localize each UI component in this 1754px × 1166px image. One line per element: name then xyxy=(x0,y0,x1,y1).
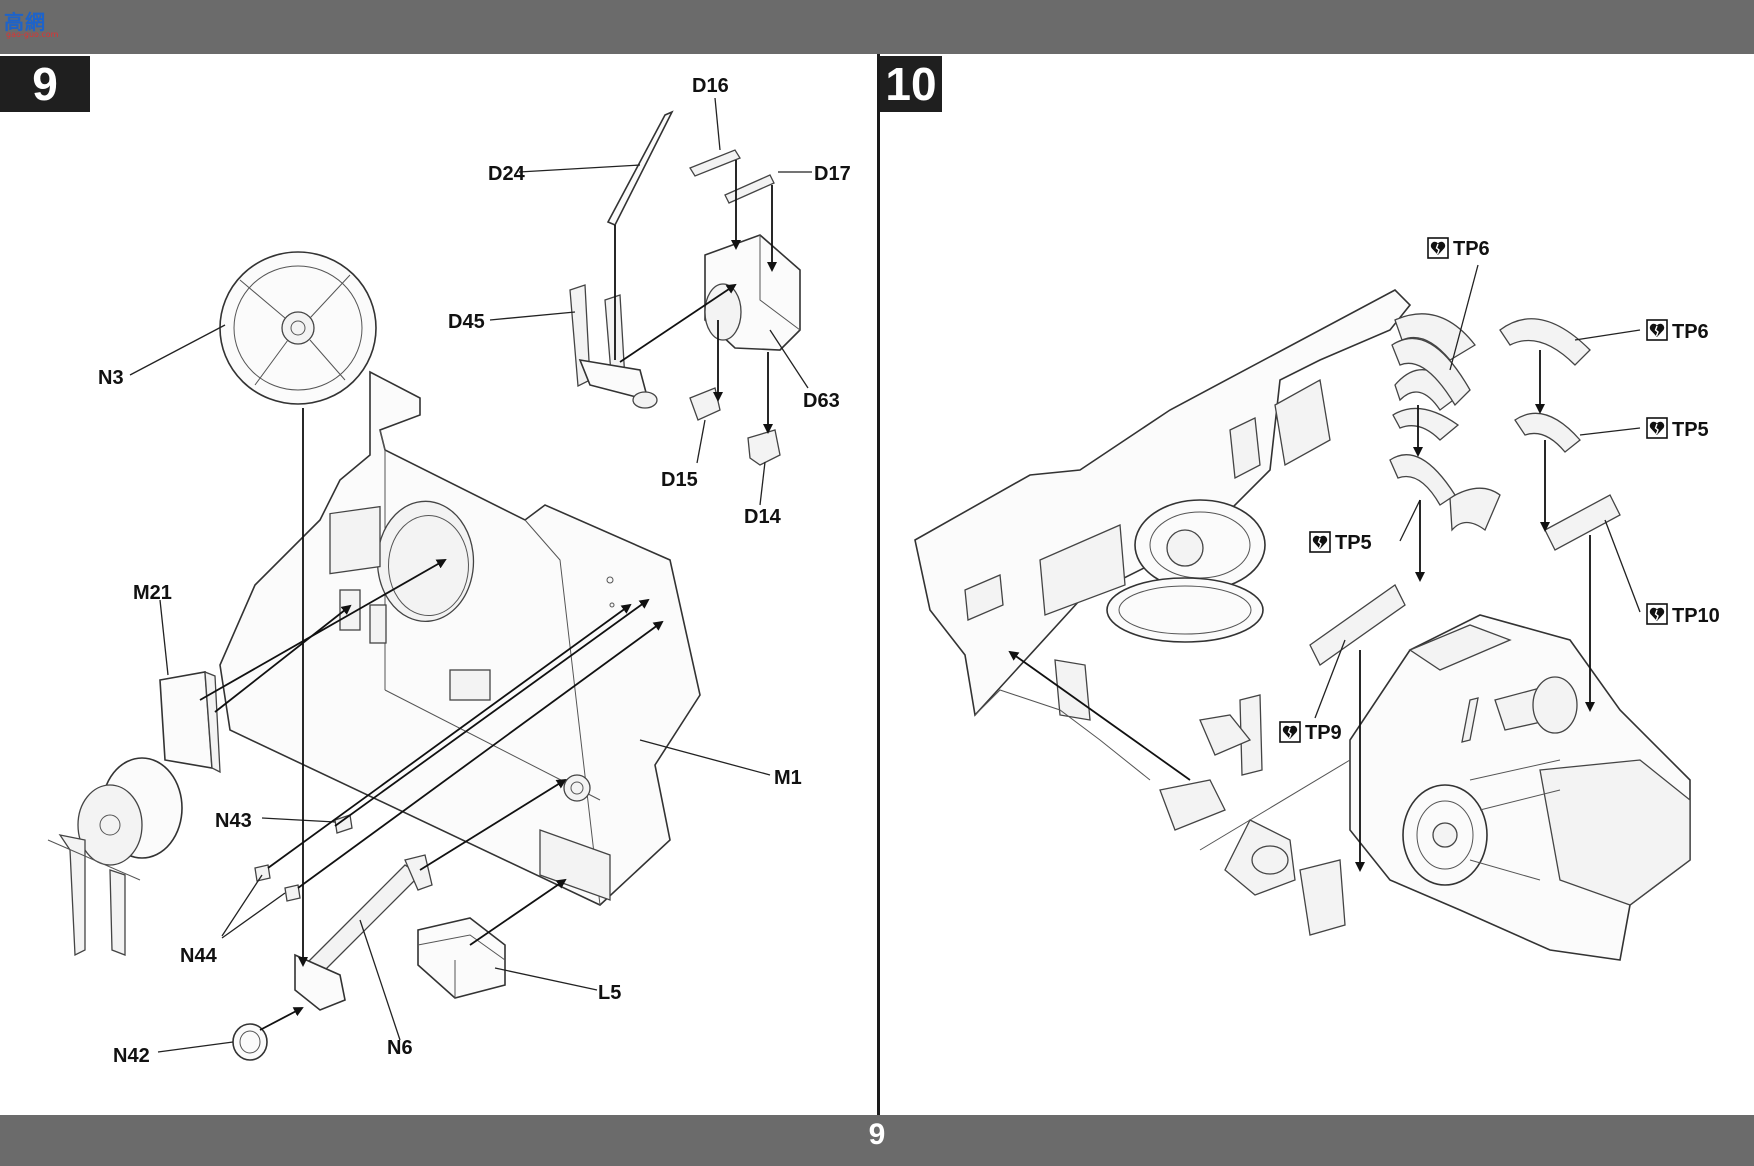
step10-leader-lines xyxy=(1314,264,1641,719)
dashboard-assembly xyxy=(914,289,1412,831)
label-n44: N44 xyxy=(180,945,218,967)
gauge-assembly xyxy=(47,757,183,957)
step9-diagram: D16 D24 D17 D45 D63 D15 D14 N3 M21 M1 N4… xyxy=(47,75,851,1067)
site-logo: 高網 gao-guo.com xyxy=(4,6,70,40)
label-tp9-text: TP9 xyxy=(1305,722,1342,744)
label-tp10-text: TP10 xyxy=(1672,605,1720,627)
broken-heart-icon xyxy=(1309,531,1331,553)
label-tp5b: TP5 xyxy=(1309,531,1372,554)
label-d63: D63 xyxy=(803,390,840,412)
small-parts-d15-d14 xyxy=(689,387,781,466)
block-part-l5 xyxy=(417,917,506,999)
label-n6: N6 xyxy=(387,1037,413,1059)
label-d14: D14 xyxy=(744,506,782,528)
steering-wheel-n3 xyxy=(219,251,377,405)
label-tp6a: TP6 xyxy=(1427,237,1490,260)
label-tp5a: TP5 xyxy=(1646,417,1709,441)
broken-heart-icon xyxy=(1279,721,1301,743)
label-n3: N3 xyxy=(98,367,124,389)
label-tp6a-text: TP6 xyxy=(1453,238,1490,260)
label-tp10: TP10 xyxy=(1646,603,1720,627)
header-bar: 高網 gao-guo.com xyxy=(0,0,1754,54)
broken-heart-icon xyxy=(1427,237,1449,259)
page-number: 9 xyxy=(868,1118,886,1151)
box-part-m21 xyxy=(159,671,221,774)
dashboard-part-m1 xyxy=(219,370,701,906)
step9-arrows xyxy=(199,160,777,1031)
rod-parts-d16-d17 xyxy=(689,149,775,204)
step9-leader-lines xyxy=(129,97,812,1053)
footer-bar xyxy=(0,1115,1754,1166)
label-tp5a-text: TP5 xyxy=(1672,419,1709,441)
lever-assembly-d45 xyxy=(569,110,674,409)
rod-parts-n43-n44 xyxy=(254,814,353,902)
logo-subtext: gao-guo.com xyxy=(6,30,59,39)
label-d24: D24 xyxy=(488,163,526,185)
label-tp5b-text: TP5 xyxy=(1335,532,1372,554)
broken-heart-icon xyxy=(1646,319,1668,341)
label-n43: N43 xyxy=(215,810,252,832)
label-d45: D45 xyxy=(448,311,485,333)
photo-etch-parts xyxy=(1309,313,1621,666)
pedal-part-n6 xyxy=(294,854,433,1011)
page-divider xyxy=(877,54,880,1115)
label-d17: D17 xyxy=(814,163,851,185)
label-m1: M1 xyxy=(774,767,802,789)
label-d15: D15 xyxy=(661,469,698,491)
step-number-9: 9 xyxy=(0,56,90,112)
label-tp6b: TP6 xyxy=(1646,319,1709,343)
logo-text: 高網 xyxy=(4,10,46,34)
step10-arrows xyxy=(1008,350,1595,872)
step10-diagram: TP6 TP6 TP5 TP5 TP10 TP9 xyxy=(914,237,1720,961)
label-m21: M21 xyxy=(133,582,172,604)
label-tp6b-text: TP6 xyxy=(1672,321,1709,343)
label-n42: N42 xyxy=(113,1045,150,1067)
label-l5: L5 xyxy=(598,982,621,1004)
housing-part-d63 xyxy=(704,234,801,351)
step-number-10: 10 xyxy=(880,56,942,112)
transmission-assembly xyxy=(1199,614,1691,961)
broken-heart-icon xyxy=(1646,603,1668,625)
label-d16: D16 xyxy=(692,75,729,97)
broken-heart-icon xyxy=(1646,417,1668,439)
label-tp9: TP9 xyxy=(1279,721,1342,744)
